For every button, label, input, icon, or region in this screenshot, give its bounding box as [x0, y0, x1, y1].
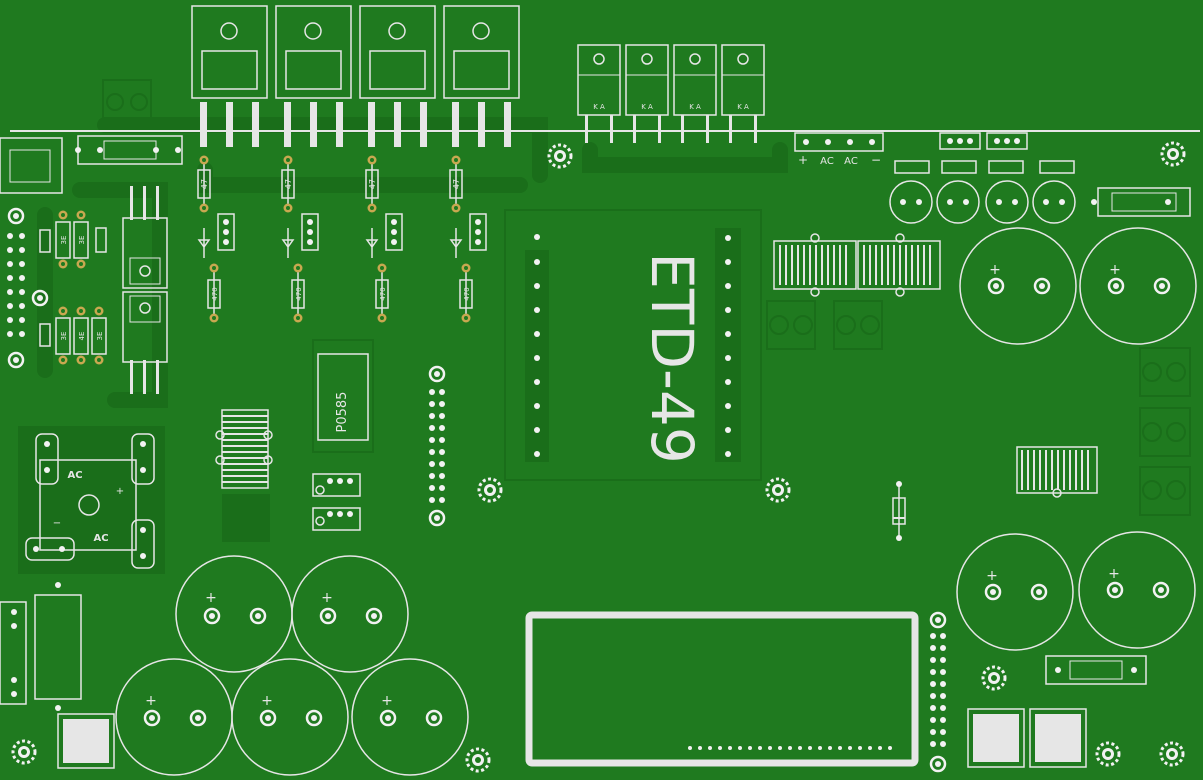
gate-driver-cluster — [197, 213, 487, 258]
gate-resistor-470-1: 470 — [207, 263, 221, 323]
cap-polarity: + — [381, 693, 393, 709]
gate-resistor-470-3: 470 — [375, 263, 389, 323]
cap-polarity: + — [321, 590, 333, 606]
connector-plus-label: + — [798, 153, 808, 167]
resistor-value: 47 — [452, 179, 461, 189]
fuse-top-left — [75, 135, 183, 165]
ic-label: P0585 — [335, 392, 350, 433]
output-cap-4: + — [1078, 531, 1196, 649]
output-terminal-1 — [967, 708, 1025, 768]
resistor-value: 47 — [284, 179, 293, 189]
rectifier-diode-3: K A — [673, 44, 717, 143]
bridge-plus-label: + — [116, 486, 124, 497]
input-cap-5: + — [351, 658, 469, 776]
resistor-array-3 — [1016, 446, 1098, 498]
connector-ac2-label: AC — [844, 156, 858, 167]
resistor-value: 470 — [379, 287, 387, 300]
resistor-value: 470 — [295, 287, 303, 300]
trimmer-2 — [312, 507, 361, 531]
diode-pin-label: K A — [641, 103, 653, 111]
small-electrolytic-caps — [889, 180, 1076, 224]
cap-polarity: + — [261, 693, 273, 709]
input-cap-2: + — [291, 555, 409, 673]
rectifier-diode-4: K A — [721, 44, 765, 143]
cap-polarity: + — [145, 693, 157, 709]
cap-polarity: + — [986, 568, 998, 584]
cap-polarity: + — [989, 262, 1001, 278]
cap-polarity: + — [1108, 566, 1120, 582]
output-heatsink-outline — [525, 611, 919, 767]
left-diodes — [39, 227, 107, 347]
diode-pin-label: K A — [593, 103, 605, 111]
output-cap-3: + — [956, 533, 1074, 651]
sense-resistors-top: 3E 3E — [55, 210, 89, 269]
inductor-coil — [215, 409, 273, 489]
resistor-array-2 — [857, 233, 941, 297]
copper-traces — [37, 117, 788, 408]
output-cap-2: + — [1079, 227, 1197, 345]
output-terminal-2 — [1029, 708, 1087, 768]
power-transistor-2 — [275, 5, 352, 147]
power-transistor-3 — [359, 5, 436, 147]
vertical-fuse — [0, 582, 82, 711]
gate-resistor-470-2: 470 — [291, 263, 305, 323]
gate-resistor-2: 47 — [281, 155, 295, 213]
cap-polarity: + — [1109, 262, 1121, 278]
bridge-ac-top-label: AC — [67, 470, 82, 481]
resistor-value: 3E — [60, 236, 68, 245]
resistor-value: 4E — [78, 332, 86, 341]
bridge-ac-bottom-label: AC — [93, 533, 108, 544]
vertical-diode — [892, 481, 906, 541]
resistor-value: 3E — [96, 332, 104, 341]
power-connector: + AC AC − — [794, 132, 884, 167]
fuse-bottom-right — [1045, 655, 1147, 685]
gate-resistor-4: 47 — [449, 155, 463, 213]
resistor-value: 470 — [211, 287, 219, 300]
regulator-top — [122, 186, 168, 289]
copper-pour-block — [222, 494, 270, 542]
transformer-etd49: ETD-49 — [504, 209, 762, 481]
gate-resistor-470-4: 470 — [459, 263, 473, 323]
connector-ac1-label: AC — [820, 156, 834, 167]
resistor-value: 47 — [368, 179, 377, 189]
resistor-value: 3E — [78, 236, 86, 245]
bridge-rectifier: AC AC + − — [18, 426, 165, 574]
header-top-2 — [986, 132, 1028, 150]
screw-terminal-top — [102, 79, 152, 126]
transformer-label: ETD-49 — [638, 252, 706, 463]
resistor-value: 47 — [200, 179, 209, 189]
screw-terminals — [766, 300, 1191, 516]
input-cap-4: + — [231, 658, 349, 776]
resistor-value: 3E — [60, 332, 68, 341]
power-transistor-1 — [191, 5, 268, 147]
ground-pad-left — [57, 713, 115, 769]
gate-resistor-3: 47 — [365, 155, 379, 213]
diode-pin-label: K A — [689, 103, 701, 111]
fuse-top-right — [1091, 187, 1191, 217]
resistor-array-1 — [773, 233, 857, 297]
rectifier-diode-2: K A — [625, 44, 669, 143]
header-top-1 — [939, 132, 981, 150]
input-terminal — [0, 137, 63, 194]
connector-minus-label: − — [871, 153, 881, 167]
cap-polarity: + — [205, 590, 217, 606]
power-transistor-4 — [443, 5, 520, 147]
output-cap-1: + — [959, 227, 1077, 345]
sense-resistors-bottom: 3E 4E 3E — [55, 306, 107, 365]
resistor-value: 470 — [463, 287, 471, 300]
bridge-minus-label: − — [53, 518, 61, 529]
rectifier-diode-1: K A — [577, 44, 621, 143]
gate-resistor-1: 47 — [197, 155, 211, 213]
regulator-bottom — [122, 291, 168, 394]
ic-p0585: P0585 — [312, 339, 374, 453]
film-caps — [894, 160, 1075, 174]
diode-pin-label: K A — [737, 103, 749, 111]
trimmer-1 — [312, 473, 361, 497]
